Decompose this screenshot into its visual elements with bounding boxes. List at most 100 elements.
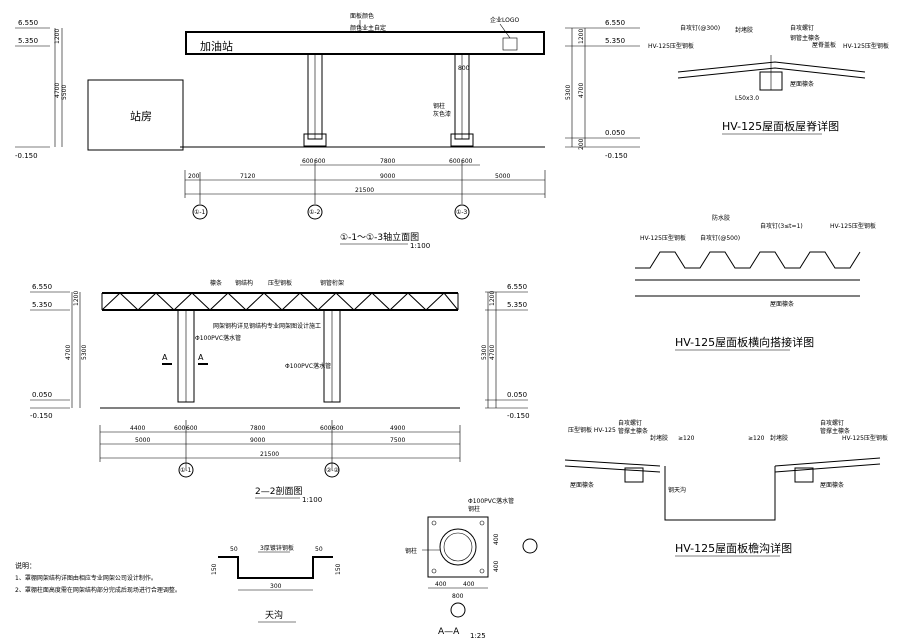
dim-text: 600 xyxy=(174,425,186,432)
dim-text: 4700 xyxy=(489,345,496,360)
level-mark: 6.550 xyxy=(605,19,625,27)
section-mark: A xyxy=(198,353,204,362)
dim-text: 4400 xyxy=(130,425,145,432)
dim-text: 600 xyxy=(320,425,332,432)
gutter-note: 管撑主檩条 xyxy=(618,427,648,435)
dim-text: 600 xyxy=(302,158,314,165)
section-view: 6.550 5.350 0.050 -0.150 1200 4700 5300 … xyxy=(30,279,530,504)
dim-text: 4900 xyxy=(390,425,405,432)
dim-text: 5000 xyxy=(495,173,510,180)
dim-text: 7800 xyxy=(250,425,265,432)
dim-text: 150 xyxy=(335,563,342,575)
dim-text: 800 xyxy=(452,593,464,600)
right-level-marks: 6.550 5.350 0.050 -0.150 1200 4700 5300 … xyxy=(565,19,640,160)
ridge-note: 屋脊盖板 xyxy=(812,41,836,49)
dim-text: 200 xyxy=(188,173,200,180)
beam-note: 屋面檩条 xyxy=(770,300,794,308)
dim-text: 50 xyxy=(230,546,238,553)
station-building xyxy=(87,79,184,151)
level-mark: -0.150 xyxy=(507,412,530,420)
detail-scale: 1:25 xyxy=(470,632,486,640)
beam-note: 屋面檩条 xyxy=(790,80,814,88)
lap-note: 自攻钉(@500) xyxy=(700,234,740,242)
truss-note: 钢结构 xyxy=(235,279,253,287)
level-mark: 6.550 xyxy=(32,283,52,291)
axis-bubble xyxy=(450,602,466,618)
dim-text: 1200 xyxy=(578,29,585,44)
gutter-note: 管撑主檩条 xyxy=(820,427,850,435)
top-note: 企业LOGO xyxy=(490,16,520,24)
col-mark: 800 xyxy=(458,65,470,72)
dim-text: 9000 xyxy=(380,173,395,180)
note-line: 2、罩棚柱面高度需在网架结构部分完成后现场进行合理调整。 xyxy=(15,586,181,594)
dim-text: 150 xyxy=(211,563,218,575)
aa-note: 钢柱 xyxy=(468,505,480,513)
dim-text: 4700 xyxy=(65,345,72,360)
level-mark: -0.150 xyxy=(30,412,53,420)
aa-note: 钢柱 xyxy=(405,547,417,555)
dim-text: 600 xyxy=(314,158,326,165)
gutter-detail: 50 50 3厚镀锌钢板 150 150 300 天沟 xyxy=(211,544,342,623)
detail-title: HV-125屋面板檐沟详图 xyxy=(675,541,792,555)
dim-text: ≥120 xyxy=(748,435,765,442)
column-1 xyxy=(177,309,195,403)
gutter-panel-detail: 压型钢板 HV-125 自攻螺钉 管撑主檩条 封堵胶 自攻螺钉 管撑主檩条 HV… xyxy=(564,419,888,557)
lap-note: 自攻钉(3≤t=1) xyxy=(760,222,803,230)
axis-label: ①-2 xyxy=(309,209,321,216)
dim-text: 400 xyxy=(493,533,500,545)
detail-title: A—A xyxy=(438,627,460,637)
col-note: 钢柱 xyxy=(433,102,445,110)
dim-text: 600 xyxy=(461,158,473,165)
view-scale: 1:100 xyxy=(410,242,430,250)
dim-text: 5300 xyxy=(81,345,88,360)
level-mark: 5.350 xyxy=(32,301,52,309)
ridge-note: 封堵胶 xyxy=(735,26,753,34)
gutter-note: 压型钢板 HV-125 xyxy=(568,426,616,434)
level-mark: 6.550 xyxy=(18,19,38,27)
level-mark: 5.350 xyxy=(507,301,527,309)
truss-note: 檩条 xyxy=(210,279,222,287)
level-mark: 5.350 xyxy=(605,37,625,45)
dim-text: 600 xyxy=(332,425,344,432)
notes: 说明： 1、罩棚网架结构详图由相应专业网架公司设计制作。 2、罩棚柱面高度需在网… xyxy=(15,561,181,594)
beam-note: 屋面檩条 xyxy=(570,481,594,489)
dim-text: 1200 xyxy=(73,291,80,306)
panel-note: HV-125压型钢板 xyxy=(648,42,694,50)
detail-title: 天沟 xyxy=(265,609,283,621)
axis-bubbles: ①-1 ①-2 ①-3 xyxy=(192,204,470,220)
dim-text: 400 xyxy=(435,581,447,588)
panel-note: HV-125压型钢板 xyxy=(843,42,889,50)
view-scale: 1:100 xyxy=(302,496,322,504)
dim-text: 200 xyxy=(578,138,585,150)
view-title: ①-1～①-3轴立面图 xyxy=(340,231,419,243)
gutter-note: 封堵胶 xyxy=(770,434,788,442)
view-title: 2—2剖面图 xyxy=(255,485,302,497)
notes-heading: 说明： xyxy=(15,561,36,570)
gutter-note: 自攻螺钉 xyxy=(820,419,844,427)
left-level-marks: 6.550 5.350 0.050 -0.150 1200 4700 5300 xyxy=(30,283,88,420)
detail-title: HV-125屋面板横向搭接详图 xyxy=(675,335,814,349)
col-note: 灰色漆 xyxy=(433,110,451,118)
dim-text: 5500 xyxy=(61,85,68,100)
column-2 xyxy=(323,309,341,403)
truss xyxy=(101,292,459,311)
column-1 xyxy=(303,53,327,147)
pipe-note: Φ100PVC落水管 xyxy=(195,334,241,342)
detail-title: HV-125屋面板屋脊详图 xyxy=(722,119,839,133)
level-mark: -0.150 xyxy=(605,152,628,160)
dim-text: 1200 xyxy=(489,291,496,306)
level-mark: -0.150 xyxy=(15,152,38,160)
dim-text: 4700 xyxy=(54,83,61,98)
pipe-note: Φ100PVC落水管 xyxy=(285,362,331,370)
axis-label: ①-1 xyxy=(194,209,206,216)
level-mark: 0.050 xyxy=(605,129,625,137)
axis-label: ②-② xyxy=(326,467,340,474)
middle-note: 网架钢构详见钢结构专业网架图设计施工 xyxy=(213,322,321,330)
lap-note: HV-125压型钢板 xyxy=(830,222,876,230)
dim-text: 400 xyxy=(463,581,475,588)
dim-text: 4700 xyxy=(578,83,585,98)
dim-text: 600 xyxy=(449,158,461,165)
right-level-marks: 6.550 5.350 0.050 -0.150 1200 4700 5300 xyxy=(481,283,530,420)
note-line: 1、罩棚网架结构详图由相应专业网架公司设计制作。 xyxy=(15,574,157,582)
lap-note: 防水胶 xyxy=(712,214,730,222)
